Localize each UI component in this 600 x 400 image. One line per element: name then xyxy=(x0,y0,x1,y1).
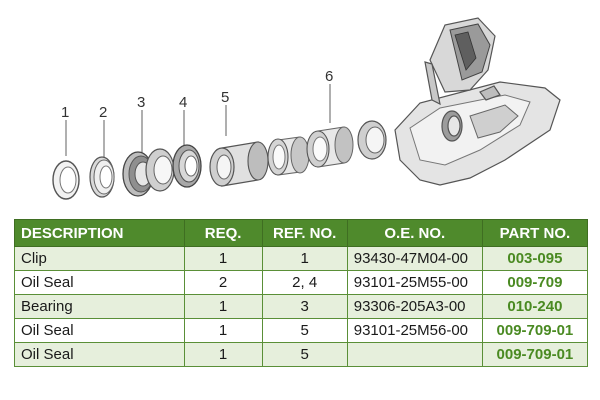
callout-5: 5 xyxy=(221,89,229,106)
header-description: DESCRIPTION xyxy=(14,219,185,247)
table-row: Oil Seal 2 2, 4 93101-25M55-00 009-709 xyxy=(14,270,589,295)
part-3-bearing xyxy=(122,148,175,197)
cell-part-no: 010-240 xyxy=(481,294,589,319)
cell-req: 1 xyxy=(183,342,263,367)
part-6-bushings xyxy=(267,120,387,176)
cell-part-no: 009-709-01 xyxy=(481,342,589,367)
cell-ref-no: 1 xyxy=(261,246,348,271)
cell-description: Bearing xyxy=(14,294,185,319)
table-row: Bearing 1 3 93306-205A3-00 010-240 xyxy=(14,294,589,319)
part-2-oil-seal xyxy=(89,156,115,198)
cell-ref-no: 5 xyxy=(261,318,348,343)
cell-oe-no xyxy=(346,342,483,367)
parts-table: DESCRIPTION REQ. REF. NO. O.E. NO. PART … xyxy=(14,219,589,367)
cell-part-no: 009-709 xyxy=(481,270,589,295)
cell-description: Oil Seal xyxy=(14,270,185,295)
callout-1: 1 xyxy=(61,104,69,121)
header-part-no: PART NO. xyxy=(481,219,589,247)
callout-6: 6 xyxy=(325,68,333,85)
header-ref-no: REF. NO. xyxy=(261,219,348,247)
cell-description: Oil Seal xyxy=(14,318,185,343)
header-req: REQ. xyxy=(183,219,263,247)
cell-req: 2 xyxy=(183,270,263,295)
cell-ref-no: 2, 4 xyxy=(261,270,348,295)
header-oe-no: O.E. NO. xyxy=(346,219,483,247)
cell-part-no: 009-709-01 xyxy=(481,318,589,343)
cell-oe-no: 93306-205A3-00 xyxy=(346,294,483,319)
exploded-parts-diagram: 1 2 3 4 5 6 xyxy=(52,17,561,200)
cell-part-no: 003-095 xyxy=(481,246,589,271)
cell-description: Oil Seal xyxy=(14,342,185,367)
table-header-row: DESCRIPTION REQ. REF. NO. O.E. NO. PART … xyxy=(14,219,589,247)
table-row: Oil Seal 1 5 93101-25M56-00 009-709-01 xyxy=(14,318,589,343)
table-row: Oil Seal 1 5 009-709-01 xyxy=(14,342,589,367)
cell-req: 1 xyxy=(183,294,263,319)
callout-3: 3 xyxy=(137,94,145,111)
cell-req: 1 xyxy=(183,246,263,271)
part-5-sleeve xyxy=(209,141,269,187)
cell-oe-no: 93101-25M55-00 xyxy=(346,270,483,295)
cell-oe-no: 93101-25M56-00 xyxy=(346,318,483,343)
cell-req: 1 xyxy=(183,318,263,343)
part-1-clip xyxy=(52,160,80,200)
cell-ref-no: 5 xyxy=(261,342,348,367)
swingarm-housing xyxy=(394,17,561,186)
table-row: Clip 1 1 93430-47M04-00 003-095 xyxy=(14,246,589,271)
cell-description: Clip xyxy=(14,246,185,271)
cell-ref-no: 3 xyxy=(261,294,348,319)
callout-4: 4 xyxy=(179,94,187,111)
part-4-oil-seal xyxy=(172,144,202,188)
cell-oe-no: 93430-47M04-00 xyxy=(346,246,483,271)
callout-2: 2 xyxy=(99,104,107,121)
